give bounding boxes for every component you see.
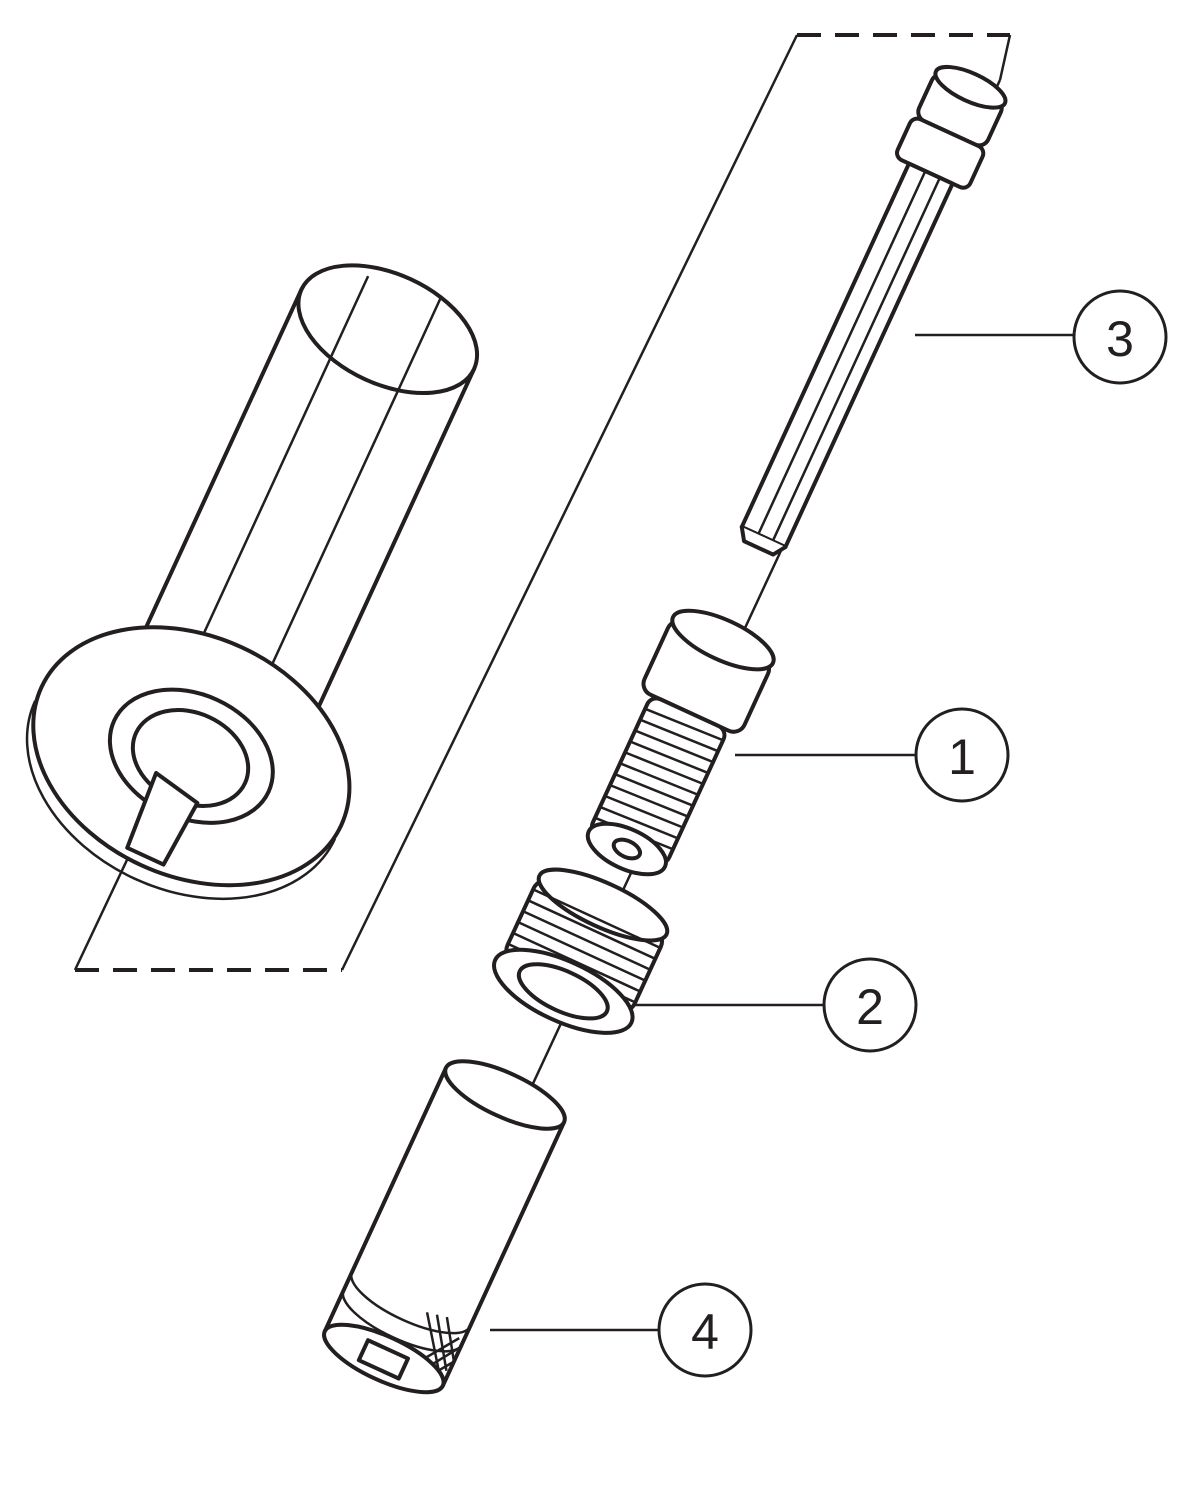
callout-label: 1 [948,729,976,785]
screw-thread [594,707,724,851]
threaded-bushing-part [492,867,670,1035]
screw-part [585,608,776,877]
callout-4: 4 [490,1282,753,1378]
callout-1: 1 [735,707,1010,803]
callout-2: 2 [635,957,918,1053]
callout-3: 3 [915,289,1168,385]
sleeve-part [25,263,480,901]
hex-key-part [739,64,1008,557]
callout-label: 4 [691,1304,719,1360]
callout-label: 2 [856,979,884,1035]
callout-label: 3 [1106,311,1134,367]
socket-wrench-part [322,1059,567,1395]
